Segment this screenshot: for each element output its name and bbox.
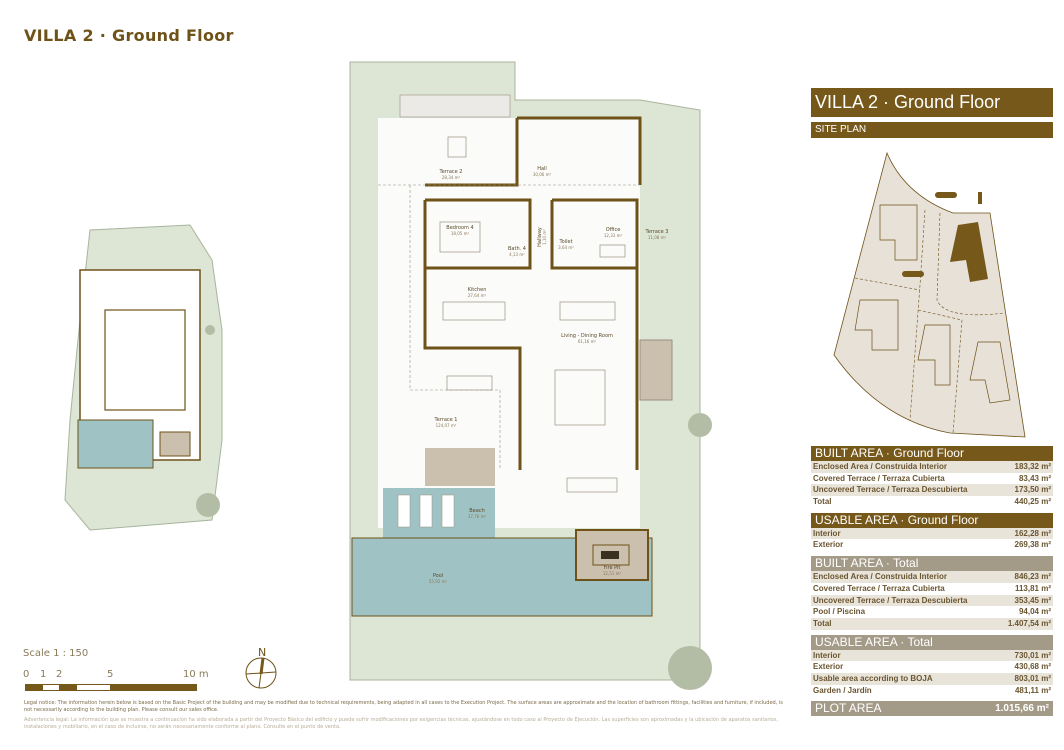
legal-notice-es: Advertencia legal: La información que se…	[24, 717, 779, 730]
svg-text:2: 2	[56, 669, 62, 680]
scale-label: Scale 1 : 150	[23, 648, 89, 659]
svg-text:12,51 m²: 12,51 m²	[603, 571, 622, 576]
north-arrow-icon: N	[245, 646, 277, 689]
svg-text:10 m: 10 m	[183, 669, 209, 680]
svg-text:12,33 m²: 12,33 m²	[604, 233, 623, 238]
svg-text:3,64 m²: 3,64 m²	[558, 245, 574, 250]
svg-text:5: 5	[107, 669, 113, 680]
legal-notice: Legal notice: The information herein bel…	[24, 700, 789, 731]
scale-bar: 0 1 2 5 10 m	[23, 669, 209, 691]
svg-text:Hall: Hall	[537, 166, 547, 172]
info-panel: VILLA 2 · Ground Floor SITE PLAN	[811, 88, 1053, 138]
svg-text:27,64 m²: 27,64 m²	[468, 293, 487, 298]
table-title: USABLE AREA · Ground Floor	[811, 512, 1053, 528]
plot-area-bar: PLOT AREA 1.015,66 m²	[811, 701, 1053, 717]
svg-text:Terrace 1: Terrace 1	[434, 417, 458, 423]
svg-text:0: 0	[23, 669, 29, 680]
table-title: BUILT AREA · Ground Floor	[811, 446, 1053, 461]
svg-text:Living - Dining Room: Living - Dining Room	[561, 333, 613, 339]
svg-text:Kitchen: Kitchen	[468, 287, 487, 293]
svg-text:55,92 m²: 55,92 m²	[429, 579, 448, 584]
svg-text:11,08 m²: 11,08 m²	[648, 235, 667, 240]
area-tables: BUILT AREA · Ground Floor Enclosed Area …	[811, 446, 1053, 717]
svg-text:Fire Pit: Fire Pit	[604, 565, 621, 571]
svg-text:Bath. 4: Bath. 4	[508, 246, 526, 252]
page-title: VILLA 2 · Ground Floor	[24, 26, 234, 45]
svg-text:Terrace 3: Terrace 3	[645, 229, 669, 235]
site-plan-label: SITE PLAN	[811, 122, 1053, 138]
svg-text:18,05 m²: 18,05 m²	[451, 231, 470, 236]
panel-header: VILLA 2 · Ground Floor	[811, 88, 1053, 117]
built-area-total-table: BUILT AREA · Total Enclosed Area / Const…	[811, 556, 1053, 630]
room-label-bath-4: Bath. 44,13 m²	[508, 246, 526, 257]
svg-text:Beach: Beach	[469, 508, 485, 514]
site-plan-map	[833, 151, 1026, 438]
plot-area-value: 1.015,66 m²	[995, 703, 1049, 715]
svg-text:Toilet: Toilet	[558, 239, 572, 245]
table-title: USABLE AREA · Total	[811, 634, 1053, 650]
svg-text:N: N	[258, 646, 266, 659]
svg-text:124,07 m²: 124,07 m²	[436, 423, 457, 428]
table-title: BUILT AREA · Total	[811, 556, 1053, 572]
plot-area-label: PLOT AREA	[815, 701, 882, 716]
room-label-terrace-3: Terrace 311,08 m²	[645, 229, 669, 240]
room-label-bedroom-4: Bedroom 418,05 m²	[446, 225, 473, 236]
key-plan	[64, 224, 223, 531]
svg-text:Hallway: Hallway	[537, 227, 543, 247]
svg-text:1,10 m²: 1,10 m²	[542, 229, 547, 245]
svg-text:28,34 m²: 28,34 m²	[442, 175, 461, 180]
svg-text:Bedroom 4: Bedroom 4	[446, 225, 473, 231]
svg-text:Terrace 2: Terrace 2	[439, 169, 463, 175]
svg-text:4,13 m²: 4,13 m²	[509, 252, 525, 257]
svg-text:1: 1	[40, 669, 46, 680]
legal-notice-en: Legal notice: The information herein bel…	[24, 700, 783, 713]
svg-text:61,16 m²: 61,16 m²	[578, 339, 597, 344]
svg-text:Office: Office	[606, 227, 621, 233]
svg-text:30,06 m²: 30,06 m²	[533, 172, 552, 177]
svg-text:37,78 m²: 37,78 m²	[468, 514, 487, 519]
built-area-ground-floor-table: BUILT AREA · Ground Floor Enclosed Area …	[811, 446, 1053, 508]
room-label-terrace-2: Terrace 228,34 m²	[439, 169, 463, 180]
svg-text:Pool: Pool	[433, 573, 443, 579]
